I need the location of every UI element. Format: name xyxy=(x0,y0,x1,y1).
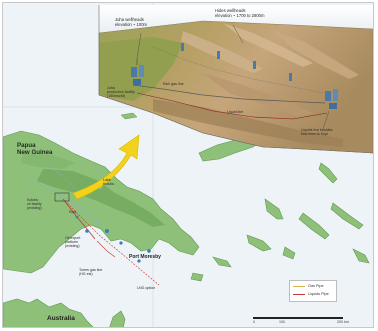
solomon-island xyxy=(330,202,364,230)
lng-option-label: LNG option xyxy=(137,286,156,290)
inset-liquid-line xyxy=(136,92,328,120)
wellhead-tower xyxy=(181,43,292,81)
gas-pipeline xyxy=(64,200,160,286)
oil-export-label: Oil export platform (existing) xyxy=(65,236,81,248)
map-frame: Juha wellheads elevation ~ 100m Hides we… xyxy=(2,2,374,328)
inset-panel xyxy=(98,5,373,154)
solomon-island xyxy=(298,212,330,240)
legend-item-gas: Gas Pipe xyxy=(293,283,324,289)
kutubu-label: Kutubu oil facility (existing) xyxy=(27,198,42,210)
map-legend: Gas Pipe Liquids Pipe xyxy=(289,280,337,302)
island xyxy=(246,234,272,252)
legend-label-gas: Gas Pipe xyxy=(308,284,324,288)
inset-ridge xyxy=(223,23,313,67)
kopi-label: Kopi xyxy=(69,210,77,214)
river xyxy=(26,178,102,226)
hides-facility-label: Liquids line besides flow lines to Kopi xyxy=(301,128,333,136)
facility-dot xyxy=(119,241,123,245)
country-label: Papua New Guinea xyxy=(17,142,53,156)
highlands-shade xyxy=(37,169,165,227)
legend-swatch-liquids xyxy=(293,293,305,295)
hides-wellheads xyxy=(325,89,338,109)
lake-label: Lake Kutubu xyxy=(103,178,115,186)
leader-line xyxy=(322,110,330,130)
liquid-line-label: Liquid line xyxy=(227,110,244,114)
inset-flow-line xyxy=(152,46,324,94)
port-moresby-label: Port Moresby xyxy=(129,254,161,260)
scale-segment xyxy=(283,317,313,319)
hides-elevation-label: Hides wellheads elevation ~ 1700 to 2800… xyxy=(215,8,265,18)
inset-rich-gas-line xyxy=(132,84,326,104)
leader-line xyxy=(232,24,244,44)
juha-elevation-label: Juha wellheads elevation ~ 100m xyxy=(115,17,148,27)
australia-coast xyxy=(3,298,94,327)
scale-segment xyxy=(253,317,283,319)
bougainville xyxy=(318,162,338,184)
island xyxy=(190,272,204,282)
juha-production-label: Juha production facility (150mscfd) xyxy=(107,86,135,98)
inset-ridge xyxy=(273,31,359,79)
facility-dot xyxy=(137,259,141,263)
scale-tick: 0 xyxy=(253,320,255,324)
island xyxy=(352,248,370,264)
inset-valley xyxy=(153,99,343,147)
inset-edge xyxy=(98,5,373,154)
river xyxy=(42,162,76,190)
callout-arrow xyxy=(72,134,140,200)
australia-label: Australia xyxy=(47,315,75,322)
scale-segment xyxy=(313,317,343,319)
lng-pipeline xyxy=(96,240,116,258)
torres-gas-line-label: Torres gas line (HG est) xyxy=(79,268,103,276)
legend-item-liquids: Liquids Pipe xyxy=(293,291,329,297)
facility-dot xyxy=(85,229,89,233)
oil-pipeline xyxy=(62,198,96,240)
inset-ridge xyxy=(203,73,313,117)
facility-dot xyxy=(105,229,109,233)
map-canvas xyxy=(3,3,373,327)
kutubu-facility-marker xyxy=(54,192,70,202)
scale-tick: 200 km xyxy=(337,320,349,324)
legend-label-liquids: Liquids Pipe xyxy=(308,292,329,296)
scale-tick: 100 xyxy=(279,320,285,324)
juha-wellheads xyxy=(131,59,144,85)
island xyxy=(212,256,232,268)
coastal-plain xyxy=(21,153,75,169)
cape-york xyxy=(109,310,126,327)
facility-dot xyxy=(75,215,79,219)
island xyxy=(282,246,296,260)
port-moresby-dot xyxy=(147,249,151,253)
scale-bar: 0 100 200 km xyxy=(253,317,363,327)
leader-line xyxy=(136,32,142,60)
manus-island xyxy=(120,112,138,120)
legend-swatch-gas xyxy=(293,285,305,287)
island xyxy=(264,198,284,220)
inset-ridge xyxy=(181,31,263,73)
rich-gas-line-label: Rich gas line xyxy=(163,82,184,86)
